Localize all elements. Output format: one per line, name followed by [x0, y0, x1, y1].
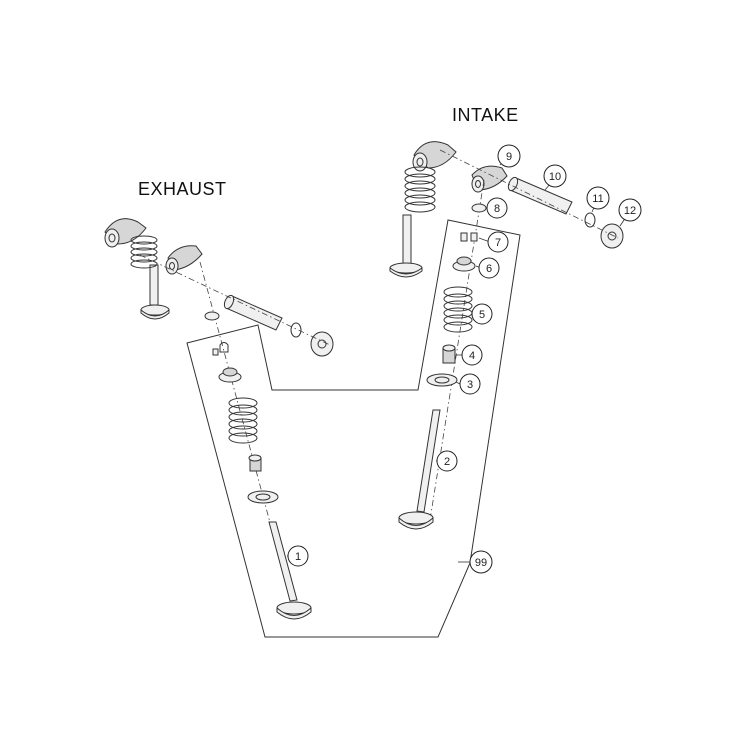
callout-label: 3: [467, 379, 473, 391]
exhaust-rocker-assembly: [104, 218, 158, 269]
exhaust-valve-stem-seal: [248, 454, 262, 472]
callout-circle: [618, 198, 642, 222]
exhaust-rocker-shaft: [223, 294, 283, 331]
intake-valve-spring: [443, 286, 473, 333]
callout-label: 5: [479, 309, 485, 321]
callout-circle: [469, 550, 493, 574]
intake-spring-seat: [426, 373, 458, 387]
intake-valve: [398, 409, 441, 530]
intake-shaft-washer: [584, 212, 596, 228]
callout-9: 9: [497, 144, 521, 168]
exhaust-valve-axis: [199, 261, 273, 531]
exhaust-title: EXHAUST: [138, 179, 227, 199]
callout-circle: [487, 231, 509, 253]
exhaust-installed-valve: [140, 264, 170, 320]
callout-circle: [459, 373, 481, 395]
callout-label: 4: [469, 350, 475, 362]
intake-shim: [471, 203, 487, 213]
callout-circle: [436, 450, 458, 472]
callout-5: 5: [471, 303, 493, 325]
intake-rocker-assembly: [404, 141, 457, 213]
exhaust-shaft-plug: [310, 331, 334, 357]
callout-10: 10: [543, 164, 567, 188]
exhaust-spring-retainer: [218, 367, 242, 383]
callout-label: 11: [592, 193, 603, 205]
intake-valve-stem-seal: [442, 344, 456, 364]
callout-4: 4: [461, 344, 483, 366]
callout-label: 1: [295, 551, 301, 563]
exhaust-shaft-washer: [290, 322, 302, 338]
callout-leaders: [287, 157, 631, 563]
callout-circle: [586, 186, 610, 210]
callout-6: 6: [478, 257, 500, 279]
callout-12: 12: [618, 198, 642, 222]
exhaust-rocker-arm: [165, 245, 203, 275]
callout-circle: [461, 344, 483, 366]
exhaust-shim: [204, 311, 220, 321]
intake-spring-retainer: [452, 256, 476, 272]
intake-rocker-shaft: [507, 176, 573, 215]
exhaust-spring-seat: [247, 490, 279, 504]
intake-installed-valve: [389, 214, 423, 278]
callout-circle: [478, 257, 500, 279]
callout-label: 99: [475, 557, 487, 569]
callout-circle: [287, 545, 309, 567]
callout-11: 11: [586, 186, 610, 210]
intake-valve-keepers: [460, 232, 478, 242]
kit-boundary-outline: [186, 219, 521, 638]
callout-circle: [497, 144, 521, 168]
callout-2: 2: [436, 450, 458, 472]
callout-3: 3: [459, 373, 481, 395]
callout-99: 99: [469, 550, 493, 574]
callout-label: 2: [444, 456, 450, 468]
callout-label: 7: [495, 237, 501, 249]
callout-label: 6: [486, 263, 492, 275]
callout-circle: [543, 164, 567, 188]
callout-label: 8: [494, 203, 500, 215]
callout-1: 1: [287, 545, 309, 567]
callout-8: 8: [486, 197, 508, 219]
callout-circle: [471, 303, 493, 325]
intake-title: INTAKE: [452, 105, 519, 125]
intake-rocker-arm: [471, 165, 508, 193]
callout-label: 12: [624, 205, 636, 217]
callout-7: 7: [487, 231, 509, 253]
exhaust-valve-spring: [228, 397, 258, 444]
callout-circle: [486, 197, 508, 219]
exhaust-valve: [268, 521, 312, 620]
intake-shaft-plug: [600, 223, 624, 249]
intake-axis-line: [439, 149, 619, 239]
exhaust-valve-keepers: [212, 342, 229, 356]
callout-label: 10: [549, 171, 561, 183]
callout-label: 9: [506, 151, 512, 163]
